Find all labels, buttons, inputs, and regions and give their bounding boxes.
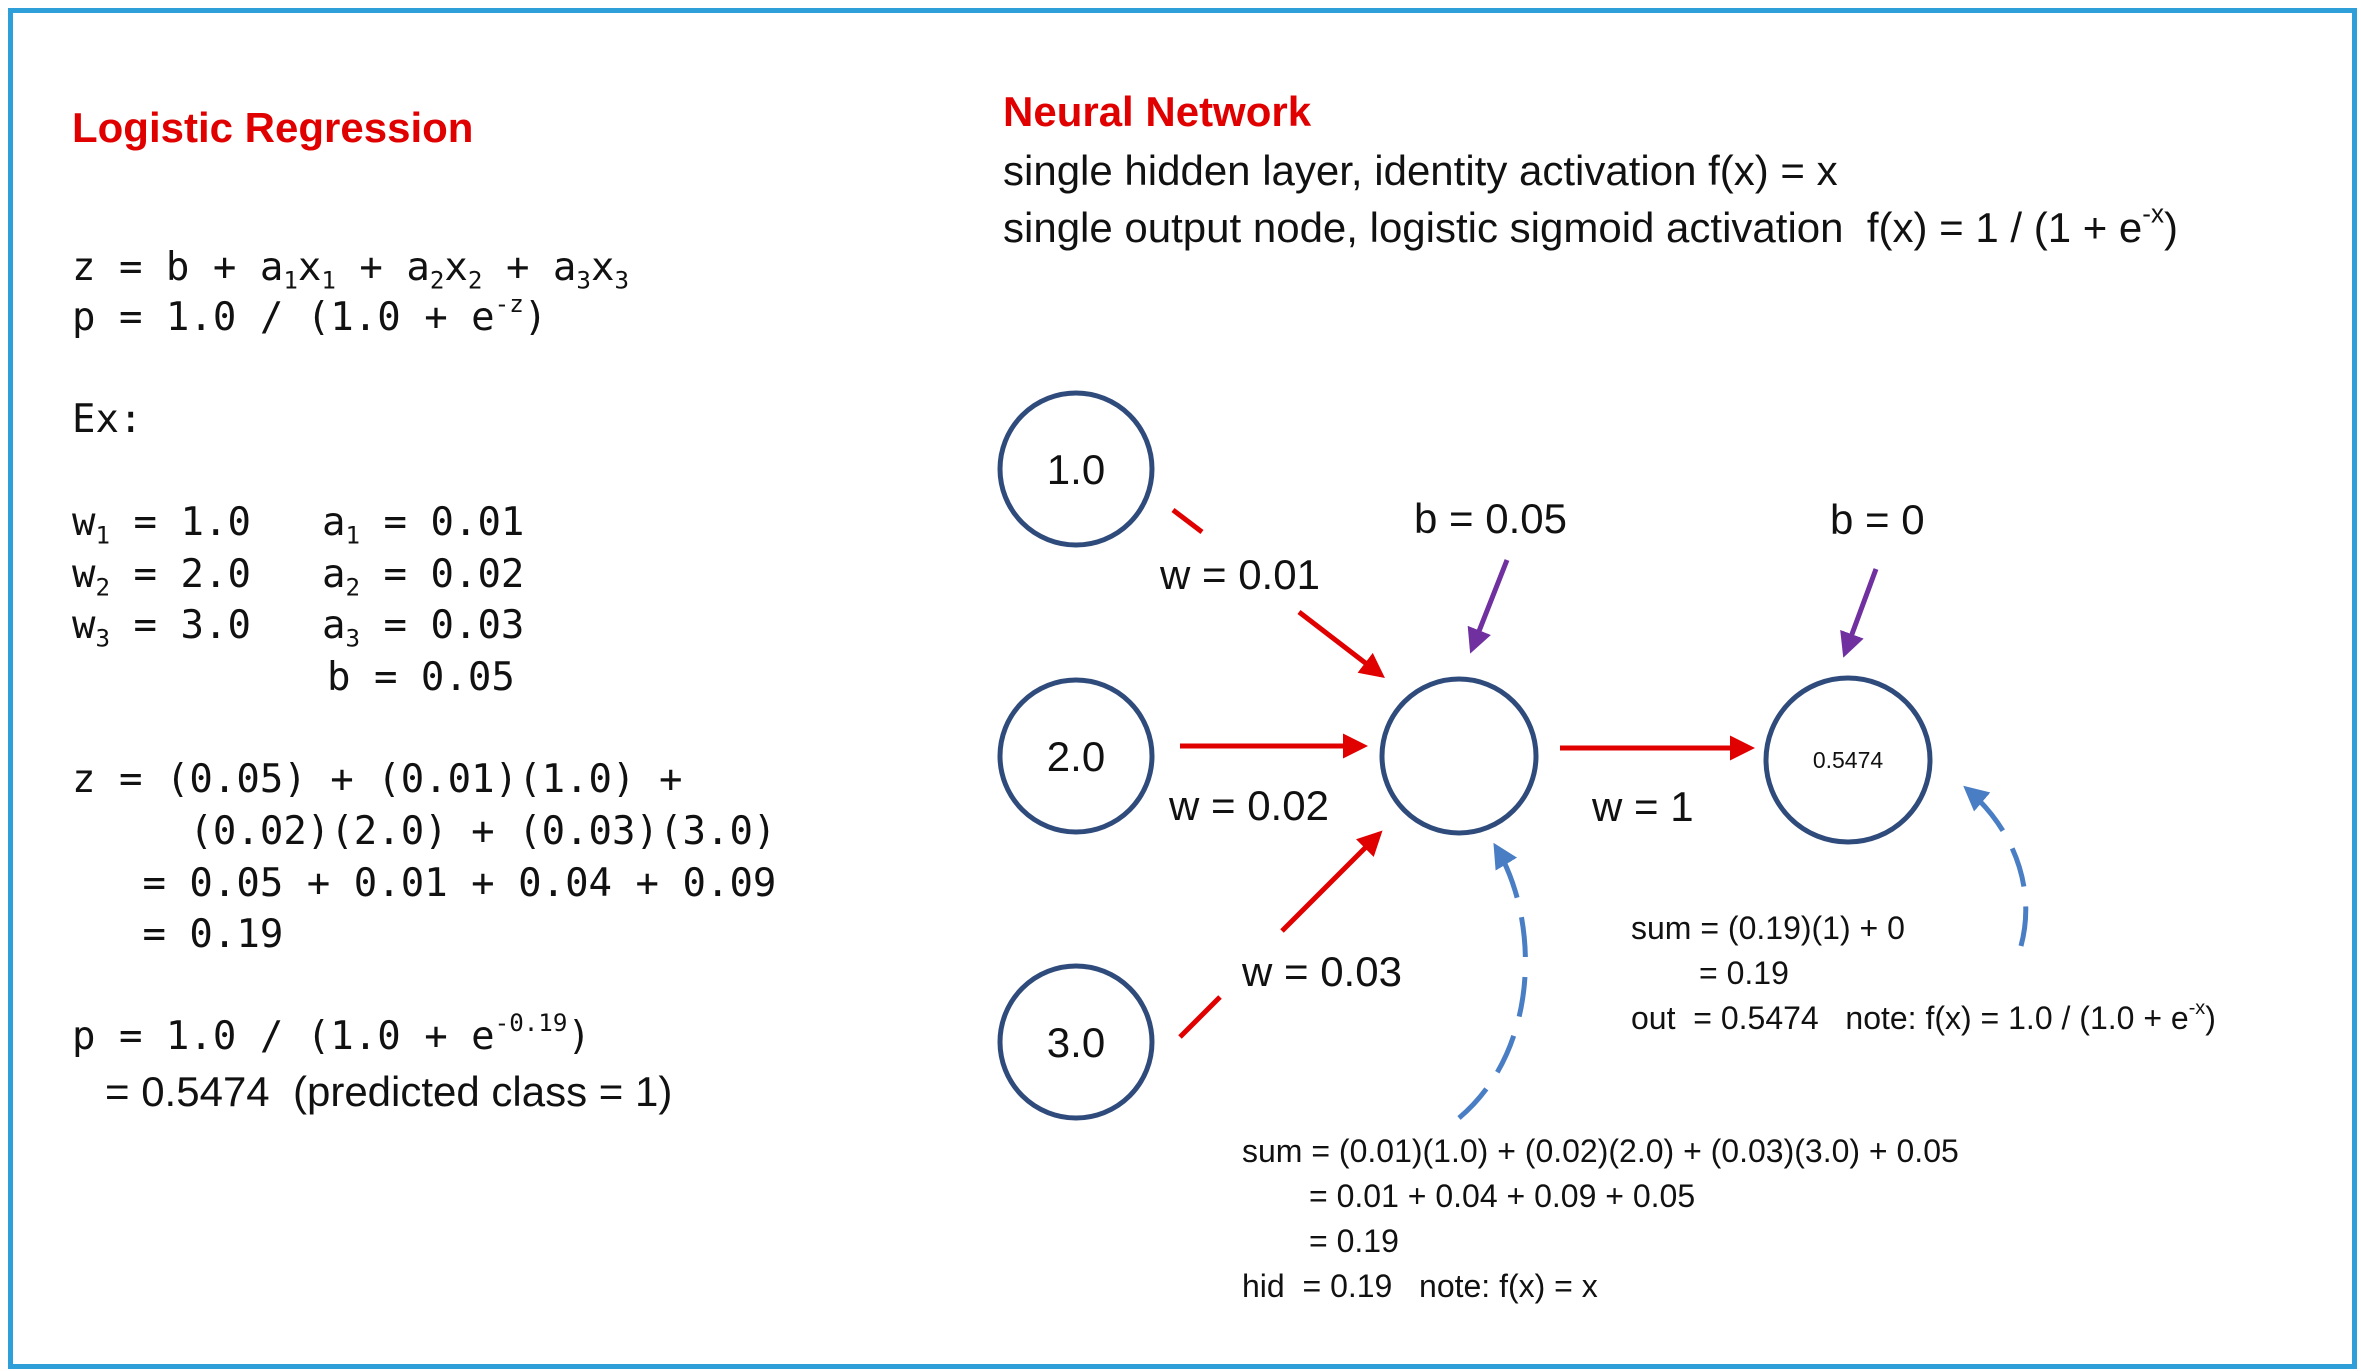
calc-line-1: z = (0.05) + (0.01)(1.0) + bbox=[72, 757, 683, 802]
hidden-bias-label: b = 0.05 bbox=[1414, 495, 1567, 542]
hidden-note-line-2: = 0.01 + 0.04 + 0.09 + 0.05 bbox=[1309, 1178, 1696, 1214]
output-weight-label: w = 1 bbox=[1591, 783, 1694, 830]
weight-arrow-3 bbox=[1280, 830, 1383, 933]
output-bias-label: b = 0 bbox=[1830, 496, 1925, 543]
output-bias-arrow bbox=[1840, 568, 1879, 658]
input-node-3 bbox=[997, 963, 1155, 1121]
p-calc: p = 1.0 / (1.0 + e-0.19) bbox=[72, 1008, 591, 1059]
bias-line: b = 0.05 bbox=[327, 655, 515, 700]
input-node-1 bbox=[997, 390, 1155, 548]
diagram-frame bbox=[8, 8, 2357, 1369]
logistic-title: Logistic Regression bbox=[72, 104, 474, 151]
output-note-line-2: = 0.19 bbox=[1699, 955, 1789, 991]
formula-p: p = 1.0 / (1.0 + e-z) bbox=[72, 289, 548, 340]
weight-arrow-3-stub bbox=[1178, 995, 1222, 1039]
weight-row-2: w2 = 2.0 bbox=[72, 552, 251, 602]
hidden-note-line-3: = 0.19 bbox=[1309, 1223, 1399, 1259]
weight-row-1: w1 = 1.0 bbox=[72, 500, 251, 550]
input-node-2 bbox=[997, 677, 1155, 835]
weight-label-2: w = 0.02 bbox=[1168, 782, 1329, 829]
network-subtitle-1: single hidden layer, identity activation… bbox=[1003, 147, 1838, 194]
formula-z: z = b + a1x1 + a2x2 + a3x3 bbox=[72, 245, 629, 295]
network-subtitle-2: single output node, logistic sigmoid act… bbox=[1003, 198, 2178, 251]
weight-arrow-1-stub bbox=[1171, 508, 1204, 534]
p-result: = 0.5474 (predicted class = 1) bbox=[105, 1068, 673, 1115]
output-node bbox=[1763, 675, 1933, 845]
output-feedback-arrow bbox=[1963, 785, 2029, 947]
weight-label-3: w = 0.03 bbox=[1241, 948, 1402, 995]
coef-row-2: a2 = 0.02 bbox=[322, 552, 525, 602]
hidden-node bbox=[1379, 676, 1539, 836]
example-label: Ex: bbox=[72, 397, 143, 442]
hidden-feedback-arrow bbox=[1457, 842, 1528, 1120]
weight-arrow-1 bbox=[1297, 610, 1385, 679]
input-value-3: 3.0 bbox=[1047, 1019, 1105, 1066]
output-value: 0.5474 bbox=[1813, 747, 1884, 773]
calc-line-2: (0.02)(2.0) + (0.03)(3.0) bbox=[72, 809, 777, 854]
output-note-line-1: sum = (0.19)(1) + 0 bbox=[1631, 910, 1905, 946]
calc-line-4: = 0.19 bbox=[72, 912, 284, 957]
coef-row-3: a3 = 0.03 bbox=[322, 603, 525, 653]
network-title: Neural Network bbox=[1003, 88, 1312, 135]
calc-line-3: = 0.05 + 0.01 + 0.04 + 0.09 bbox=[72, 861, 777, 906]
input-value-1: 1.0 bbox=[1047, 446, 1105, 493]
weight-label-1: w = 0.01 bbox=[1159, 551, 1320, 598]
input-value-2: 2.0 bbox=[1047, 733, 1105, 780]
output-note-line-3: out = 0.5474 note: f(x) = 1.0 / (1.0 + e… bbox=[1631, 997, 2216, 1036]
coef-row-1: a1 = 0.01 bbox=[322, 500, 525, 550]
hidden-note-line-4: hid = 0.19 note: f(x) = x bbox=[1242, 1268, 1598, 1304]
weight-row-3: w3 = 3.0 bbox=[72, 603, 251, 653]
hidden-note-line-1: sum = (0.01)(1.0) + (0.02)(2.0) + (0.03)… bbox=[1242, 1133, 1959, 1169]
hidden-bias-arrow bbox=[1467, 559, 1510, 654]
